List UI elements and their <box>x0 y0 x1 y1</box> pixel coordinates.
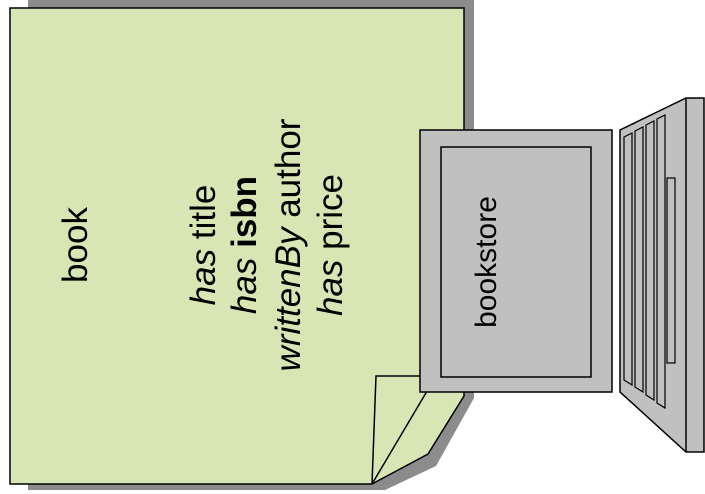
property-name: title <box>184 185 223 239</box>
property-name: author <box>269 118 308 218</box>
screen-label: bookstore <box>470 196 503 328</box>
document-fold <box>371 375 438 485</box>
document-title: book <box>56 207 95 283</box>
property-name: isbn <box>225 176 264 248</box>
book-document: book has title has isbn writtenBy author… <box>9 0 474 490</box>
key-row <box>656 114 666 410</box>
property-name: price <box>311 174 350 250</box>
monitor-screen <box>440 146 592 378</box>
key-row <box>623 132 633 387</box>
property-line-2: has isbn <box>225 176 264 314</box>
computer-icon: bookstore <box>419 97 705 453</box>
property-verb: has <box>225 258 264 314</box>
key-row <box>645 120 655 402</box>
property-line-4: has price <box>311 174 350 316</box>
property-verb: has <box>184 249 223 305</box>
property-line-1: has title <box>184 185 223 306</box>
key-row <box>634 126 644 394</box>
property-verb: has <box>311 260 350 316</box>
property-verb: writtenBy <box>269 225 308 371</box>
document-page <box>9 7 465 485</box>
spacebar-key <box>666 177 676 364</box>
property-line-3: writtenBy author <box>269 118 308 371</box>
